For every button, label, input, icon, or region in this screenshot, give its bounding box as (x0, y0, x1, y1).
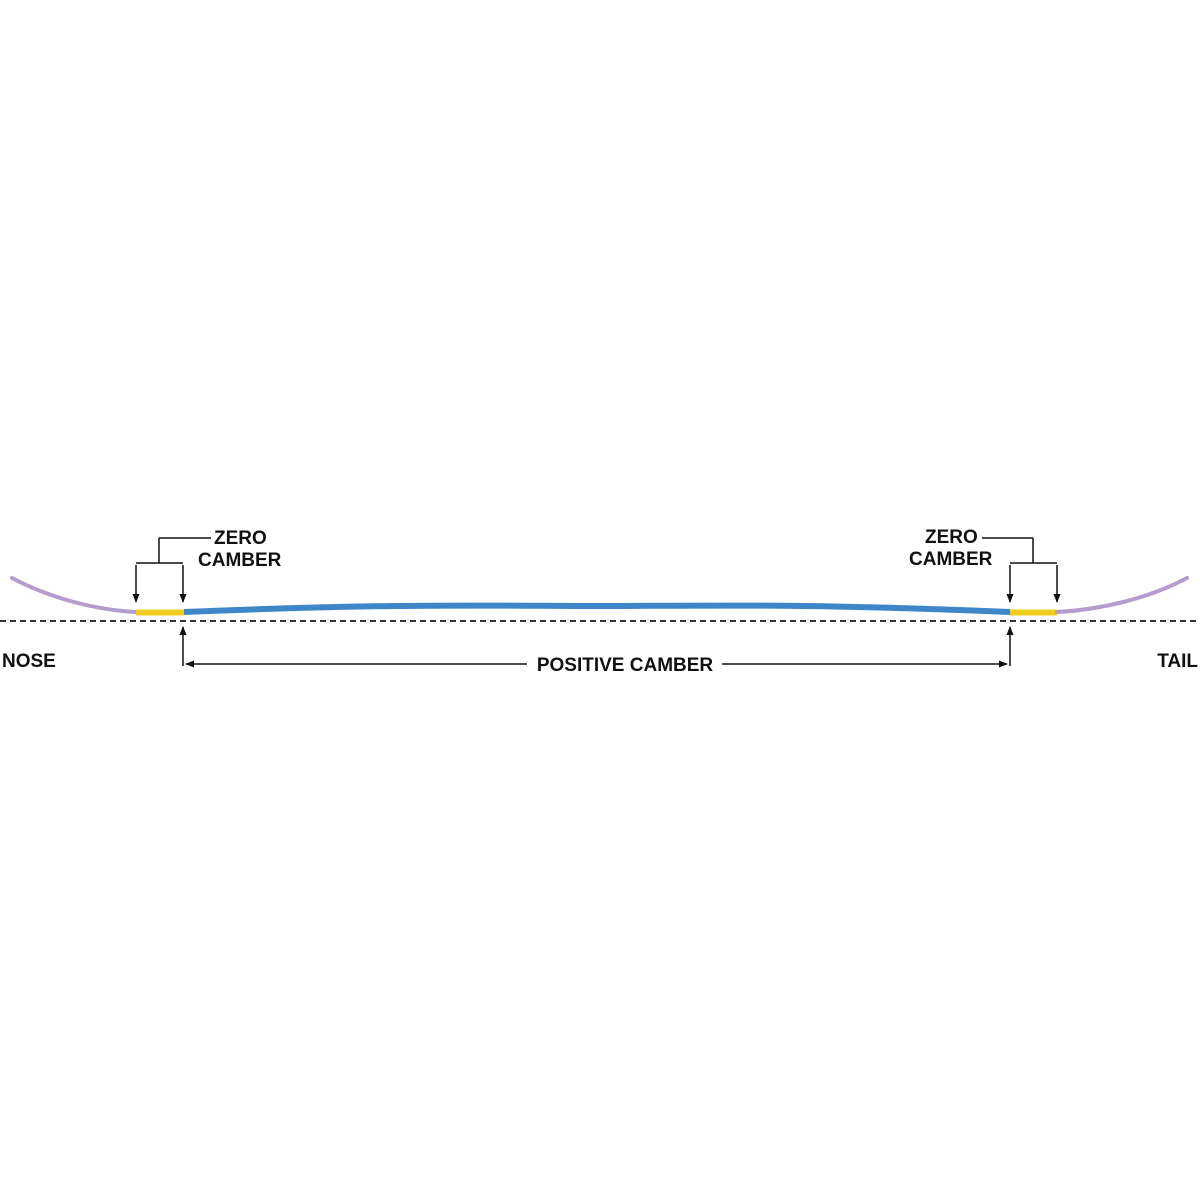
right-zero-camber-label-line1: ZERO (925, 527, 978, 548)
positive-camber-label: POSITIVE CAMBER (537, 655, 714, 676)
left-zero-camber-label-line1: ZERO (214, 528, 267, 549)
nose-rocker-segment (10, 576, 138, 614)
tail-rocker-segment (1055, 576, 1189, 614)
left-zero-camber-label-line2: CAMBER (198, 550, 282, 571)
positive-camber-dimension (179, 626, 1014, 668)
right-zero-camber-bracket (982, 537, 1061, 603)
right-zero-camber-label-line2: CAMBER (909, 549, 993, 570)
left-zero-camber-bracket (132, 537, 211, 603)
positive-camber-segment (183, 602, 1011, 615)
tail-label: TAIL (1157, 651, 1198, 672)
nose-label: NOSE (2, 651, 56, 672)
